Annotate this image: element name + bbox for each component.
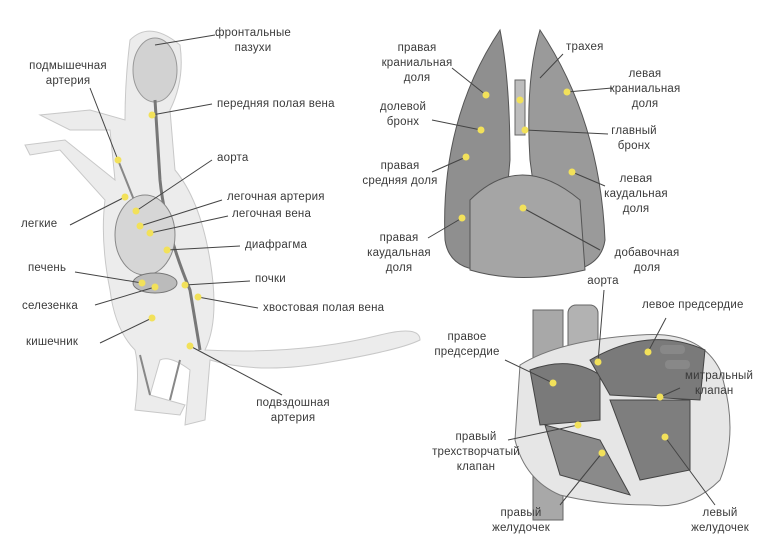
- heart-figure: [514, 304, 731, 521]
- leader-lines: [69, 34, 716, 506]
- marker-dots: [114, 88, 669, 457]
- label-kidneys: почки: [255, 273, 286, 285]
- label-aorta: аорта: [217, 152, 249, 164]
- label-liver: печень: [28, 262, 67, 274]
- label-heart-aorta: аорта: [587, 275, 619, 287]
- label-left-atrium: левое предсердие: [642, 299, 744, 311]
- lungs-figure: [444, 28, 606, 278]
- label-diaphragm: диафрагма: [245, 239, 308, 251]
- cat-figure: [24, 30, 421, 426]
- label-pulmonary-artery: легочная артерия: [227, 191, 325, 203]
- label-trachea: трахея: [566, 41, 604, 53]
- label-spleen: селезенка: [22, 300, 78, 312]
- label-posterior-vena-cava: хвостовая полая вена: [263, 302, 385, 314]
- label-pulmonary-vein: легочная вена: [232, 208, 312, 220]
- label-anterior-vena-cava: передняя полая вена: [217, 98, 335, 110]
- label-intestine: кишечник: [26, 336, 79, 348]
- label-lungs: легкие: [21, 218, 58, 230]
